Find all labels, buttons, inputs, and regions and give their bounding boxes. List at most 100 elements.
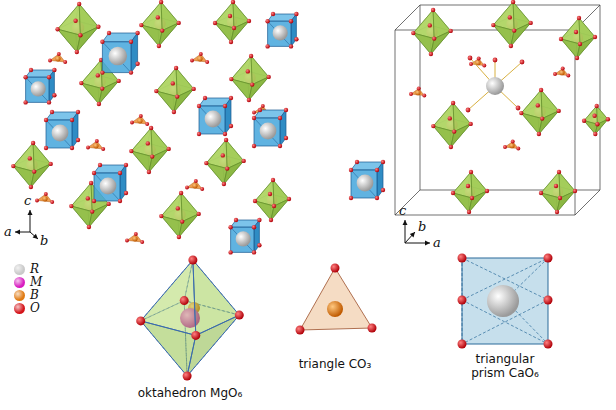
octahedron-face [71,206,92,227]
atom [595,104,599,108]
atom [375,168,379,172]
atom [197,212,201,216]
octahedron-face [453,193,472,212]
prism-face [120,165,126,201]
atom [44,118,48,122]
atom [561,67,565,71]
atom [493,58,498,63]
atom [90,209,94,213]
atom [529,21,533,25]
octahedron-face [431,31,451,54]
atom [23,100,27,104]
atom [172,110,176,114]
atom [205,111,222,128]
axis-label: c [399,203,406,219]
atom [458,254,467,263]
arrow-head [425,241,430,246]
axis-arrow [30,232,38,239]
atom [48,58,52,62]
octahedron-face [156,91,177,112]
axis-label: b [40,233,48,249]
atom [92,199,96,203]
atom [381,188,385,192]
atom [159,0,163,4]
atom [559,37,563,41]
prism [92,163,128,203]
atom [577,16,581,20]
atom [267,75,271,79]
atom [252,116,256,120]
atom [93,143,98,148]
atom [11,164,15,168]
atom [146,141,150,145]
atom [223,104,227,108]
atom [139,114,143,118]
prism-face [351,170,377,198]
octahedron [539,170,577,214]
atom [117,79,121,83]
axis-label: a [4,224,12,240]
atom [50,110,54,114]
octahedron-face [179,214,199,237]
octahedron-face [521,113,542,134]
atom [431,8,435,12]
octahedron-face [539,111,559,134]
atom [185,185,189,189]
atom [289,19,293,23]
atom [76,138,80,142]
octahedron-face [255,201,274,220]
atom [192,87,196,91]
atom [235,311,244,320]
arrow-head [33,234,38,239]
legend-swatch [14,277,25,288]
atom [593,132,597,136]
octahedron-face [141,321,196,376]
atom [566,74,570,78]
atom [203,96,207,100]
atom [357,175,374,192]
atom [511,140,515,144]
atom [177,21,181,25]
atom [229,124,233,128]
atom [118,199,122,203]
legend-swatch [14,290,25,301]
atom [519,111,523,115]
atom [271,12,275,16]
atom [171,81,175,85]
atom [79,81,83,85]
atom [289,44,293,48]
atom [449,29,453,33]
atom [449,145,453,149]
prism-face [225,98,231,134]
atom [595,122,599,126]
atom [124,163,128,167]
legend-label: O [30,301,40,315]
atom [593,35,597,39]
atom [204,161,208,165]
octahedron [491,0,533,48]
atom [124,191,128,195]
atom [252,250,256,254]
atom [87,225,91,229]
prism-face [231,227,254,252]
atom [485,189,489,193]
atom [349,196,353,200]
atom [592,114,596,118]
arrow-head [15,230,20,235]
atom [73,19,77,23]
atom [47,100,51,104]
atom [451,191,455,195]
atom [417,87,421,91]
atom [197,104,201,108]
atom [188,256,197,265]
octahedron-face [193,260,239,335]
prism-edge [351,170,377,198]
atom [129,149,133,153]
atom [55,27,59,31]
octahedron [139,0,181,48]
atom [147,170,151,174]
octahedron [159,191,201,239]
prism-face [94,173,120,201]
atom [466,108,471,113]
octahedron-face [561,39,580,58]
